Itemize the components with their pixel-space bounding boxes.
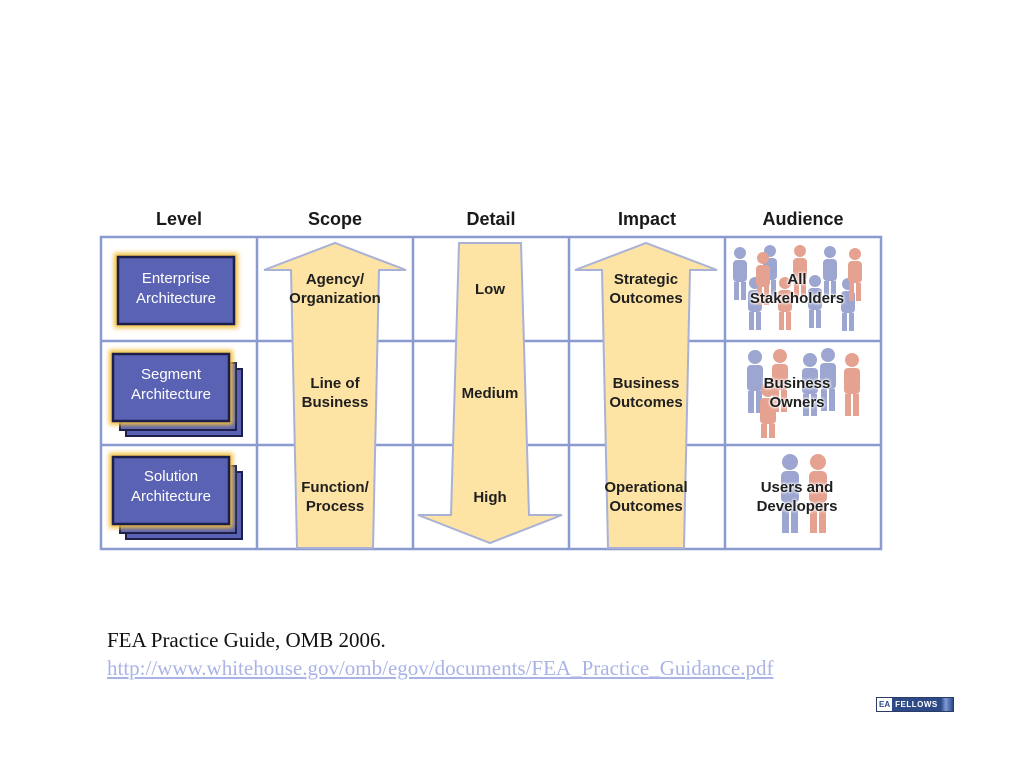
header-detail: Detail (466, 209, 516, 229)
level-enterprise: Enterprise Architecture (117, 269, 235, 309)
impact-up-arrow (574, 241, 718, 549)
logo-map-graphic (940, 698, 953, 711)
citation-link[interactable]: http://www.whitehouse.gov/omb/egov/docum… (107, 656, 774, 680)
level-solution-line1: Solution (143, 468, 199, 485)
detail-row-3: High (473, 489, 507, 506)
scope-row-1-line1: Agency/ (305, 271, 365, 288)
scope-row-1: Agency/ Organization (270, 270, 400, 308)
impact-row-2-line1: Business (612, 375, 680, 392)
level-segment-line1: Segment (140, 366, 202, 383)
scope-row-3-line2: Process (305, 498, 365, 515)
detail-row-1: Low (475, 281, 505, 298)
scope-row-3: Function/ Process (270, 478, 400, 516)
people-group-all-stakeholders (733, 245, 862, 331)
scope-row-3-line1: Function/ (301, 479, 369, 496)
header-impact: Impact (617, 209, 677, 229)
level-solution-line2: Architecture (130, 488, 212, 505)
scope-row-2-line2: Business (301, 394, 369, 411)
detail-down-arrow (417, 242, 563, 545)
people-group-users-developers (781, 454, 827, 533)
logo-part-fellows: FELLOWS (895, 700, 938, 709)
segment-architecture-box (109, 350, 243, 437)
impact-row-1: Strategic Outcomes (581, 270, 711, 308)
audience-row-3-line2: Developers (756, 498, 838, 515)
solution-architecture-box (109, 453, 243, 540)
scope-row-2-line1: Line of (310, 375, 360, 392)
impact-row-3: Operational Outcomes (581, 478, 711, 516)
scope-row-2: Line of Business (270, 374, 400, 412)
scope-up-arrow (263, 241, 407, 549)
citation: FEA Practice Guide, OMB 2006. http://www… (107, 626, 987, 682)
audience-row-1-line1: All (787, 271, 807, 288)
audience-row-2-line1: Business (763, 375, 831, 392)
audience-row-1-line2: Stakeholders (749, 290, 845, 307)
level-enterprise-line2: Architecture (135, 290, 217, 307)
impact-row-3-line1: Operational (604, 479, 688, 496)
level-segment-line2: Architecture (130, 386, 212, 403)
scope-row-1-line2: Organization (289, 290, 381, 307)
level-segment: Segment Architecture (112, 365, 230, 405)
audience-row-3-line1: Users and (760, 479, 834, 496)
header-scope: Scope (307, 209, 363, 229)
header-audience: Audience (762, 209, 844, 229)
level-solution: Solution Architecture (112, 467, 230, 507)
audience-row-2-line2: Owners (769, 394, 825, 411)
impact-row-3-line2: Outcomes (609, 498, 683, 515)
impact-row-1-line1: Strategic (613, 271, 679, 288)
enterprise-architecture-box (114, 253, 238, 328)
logo-part-ea: EA (877, 698, 893, 711)
audience-row-1: All Stakeholders (732, 270, 862, 308)
citation-text: FEA Practice Guide, OMB 2006. (107, 628, 386, 652)
level-enterprise-line1: Enterprise (141, 270, 211, 287)
audience-row-3: Users and Developers (732, 478, 862, 516)
audience-row-2: Business Owners (732, 374, 862, 412)
people-group-business-owners (747, 348, 860, 438)
detail-row-2: Medium (461, 385, 519, 402)
impact-row-1-line2: Outcomes (609, 290, 683, 307)
header-level: Level (155, 209, 203, 229)
ea-fellows-logo: EA FELLOWS (876, 697, 954, 712)
impact-row-2: Business Outcomes (581, 374, 711, 412)
impact-row-2-line2: Outcomes (609, 394, 683, 411)
